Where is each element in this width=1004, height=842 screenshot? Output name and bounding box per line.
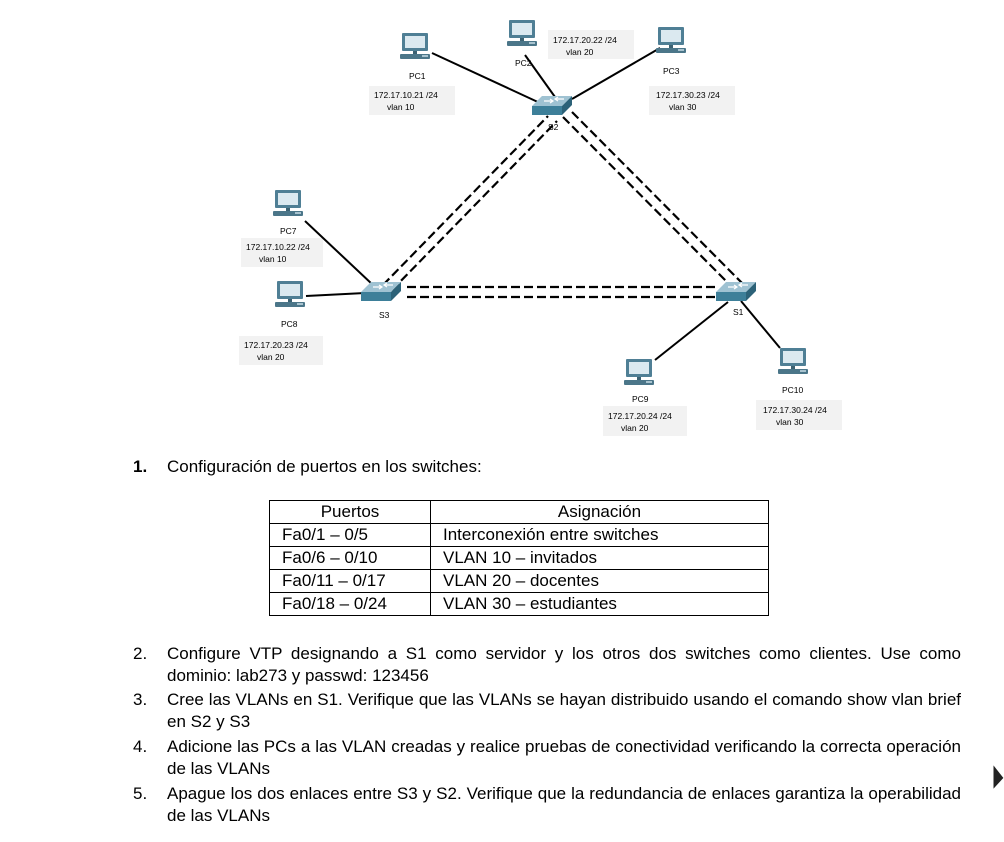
list-item-text: Configuración de puertos en los switches… [167,457,482,476]
table-cell-port: Fa0/18 – 0/24 [269,592,431,616]
pc3-ip: 172.17.30.23 /24 [656,90,720,100]
table-row: Fa0/11 – 0/17 VLAN 20 – docentes [269,569,769,593]
switch-s2-label: S2 [548,122,559,132]
pc1-label: PC1 [409,71,426,81]
switch-s3-label: S3 [379,310,390,320]
pc10-vlan: vlan 30 [776,417,804,427]
table-header-row: Puertos Asignación [269,500,769,524]
info-box-pc10 [756,400,842,430]
table-cell-port: Fa0/6 – 0/10 [269,546,431,570]
list-item-text: Apague los dos enlaces entre S3 y S2. Ve… [167,784,961,825]
switch-s1-label: S1 [733,307,744,317]
pc9-label: PC9 [632,394,649,404]
info-box-pc2 [548,30,634,59]
pc2-icon[interactable] [507,20,537,46]
info-box-pc8 [239,336,323,365]
mouse-cursor-icon [992,764,1004,792]
pc2-label: PC2 [515,58,532,68]
pc8-icon[interactable] [275,281,305,307]
list-item-number: 1. [133,457,148,476]
list-item-text: Adicione las PCs a las VLAN creadas y re… [167,737,961,778]
ports-table: Puertos Asignación Fa0/1 – 0/5 Intercone… [269,500,769,616]
pc10-icon[interactable] [778,348,808,374]
pc1-vlan: vlan 10 [387,102,415,112]
pc7-ip: 172.17.10.22 /24 [246,242,310,252]
switch-s3-icon[interactable] [360,281,402,302]
list-item-text: Cree las VLANs en S1. Verifique que las … [167,690,961,731]
pc7-label: PC7 [280,226,297,236]
pc8-ip: 172.17.20.23 /24 [244,340,308,350]
table-cell-assignment: VLAN 10 – invitados [430,546,769,570]
pc7-icon[interactable] [273,190,303,216]
pc2-vlan: vlan 20 [566,47,594,57]
column-header-asignacion: Asignación [430,500,769,524]
pc3-vlan: vlan 30 [669,102,697,112]
pc2-ip: 172.17.20.22 /24 [553,35,617,45]
pc8-label: PC8 [281,319,298,329]
network-topology-diagram: S2 S3 S1 PC1 PC2 PC3 PC7 PC8 PC9 PC10 17… [239,20,842,436]
pc7-vlan: vlan 10 [259,254,287,264]
pc8-vlan: vlan 20 [257,352,285,362]
pc9-ip: 172.17.20.24 /24 [608,411,672,421]
list-item-number: 5. [133,784,148,803]
pc9-icon[interactable] [624,359,654,385]
pc9-vlan: vlan 20 [621,423,649,433]
table-cell-assignment: VLAN 20 – docentes [430,569,769,593]
trunk-links [382,111,743,299]
table-row: Fa0/18 – 0/24 VLAN 30 – estudiantes [269,592,769,616]
pc10-label: PC10 [782,385,804,395]
table-cell-assignment: Interconexión entre switches [430,523,769,547]
pc1-icon[interactable] [400,33,430,59]
switch-s1-icon[interactable] [715,281,757,302]
pc3-icon[interactable] [656,27,686,53]
pc3-label: PC3 [663,66,680,76]
list-item-text: Configure VTP designando a S1 como servi… [167,644,961,685]
info-box-pc7 [241,238,323,267]
pc1-ip: 172.17.10.21 /24 [374,90,438,100]
pc10-ip: 172.17.30.24 /24 [763,405,827,415]
info-box-pc1 [369,86,455,115]
access-links [304,47,781,361]
info-box-pc9 [603,406,687,436]
table-row: Fa0/1 – 0/5 Interconexión entre switches [269,523,769,547]
table-cell-port: Fa0/11 – 0/17 [269,569,431,593]
list-item-number: 4. [133,737,148,756]
table-cell-assignment: VLAN 30 – estudiantes [430,592,769,616]
list-item-number: 3. [133,690,148,709]
table-row: Fa0/6 – 0/10 VLAN 10 – invitados [269,546,769,570]
table-cell-port: Fa0/1 – 0/5 [269,523,431,547]
column-header-puertos: Puertos [269,500,431,524]
switch-s2-icon[interactable] [531,95,573,116]
list-item-number: 2. [133,644,148,663]
info-box-pc3 [649,86,735,115]
